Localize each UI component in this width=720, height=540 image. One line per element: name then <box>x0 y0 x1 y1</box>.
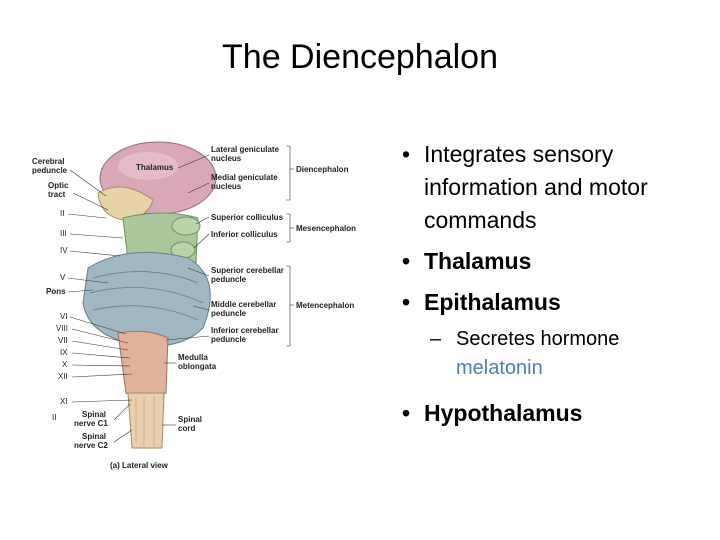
label-ii: II <box>60 209 64 218</box>
label-xi: XI <box>60 397 68 406</box>
label-spinal-nerve-c1-1: Spinal <box>82 410 106 419</box>
label-icp-2: peduncle <box>211 335 247 344</box>
label-inf-coll: Inferior colliculus <box>211 230 278 239</box>
label-ii-lower: II <box>52 413 56 422</box>
label-x: X <box>62 360 68 369</box>
bullet-hypothalamus: Hypothalamus <box>398 397 708 430</box>
bullet-list: Integrates sensory information and motor… <box>398 138 708 438</box>
label-mcp-2: peduncle <box>211 309 247 318</box>
label-mgn-1: Medial geniculate <box>211 173 278 182</box>
label-diencephalon: Diencephalon <box>296 165 349 174</box>
label-optic-tract-1: Optic <box>48 181 69 190</box>
label-thalamus: Thalamus <box>136 163 174 172</box>
brainstem-figure: Cerebral peduncle Optic tract Thalamus I… <box>28 138 368 478</box>
label-spinal-nerve-c2-1: Spinal <box>82 432 106 441</box>
label-viii: VIII <box>56 324 68 333</box>
sub-bullet-text: Secretes hormone <box>456 328 620 350</box>
label-medulla-1: Medulla <box>178 353 208 362</box>
label-lgn-1: Lateral geniculate <box>211 145 280 154</box>
label-cerebral-peduncle-1: Cerebral <box>32 157 64 166</box>
label-pons: Pons <box>46 287 66 296</box>
cerebellar-peduncles-shape <box>82 251 211 347</box>
bullet-epithalamus: Epithalamus <box>398 286 708 319</box>
bullet-integrates: Integrates sensory information and motor… <box>398 138 708 237</box>
label-v: V <box>60 273 66 282</box>
label-icp-1: Inferior cerebellar <box>211 326 279 335</box>
label-ix: IX <box>60 348 68 357</box>
slide-title: The Diencephalon <box>222 38 498 76</box>
label-vii: VII <box>58 336 68 345</box>
label-mcp-1: Middle cerebellar <box>211 300 276 309</box>
label-spinal-nerve-c1-2: nerve C1 <box>74 419 108 428</box>
label-cerebral-peduncle-2: peduncle <box>32 166 68 175</box>
label-metencephalon: Metencephalon <box>296 301 354 310</box>
medulla-shape <box>117 330 169 397</box>
label-sup-coll: Superior colliculus <box>211 213 284 222</box>
spinal-cord-shape <box>127 392 165 449</box>
label-iv: IV <box>60 246 68 255</box>
label-scp-1: Superior cerebellar <box>211 266 284 275</box>
label-spinal-nerve-c2-2: nerve C2 <box>74 441 108 450</box>
label-iii: III <box>60 229 67 238</box>
label-vi: VI <box>60 312 68 321</box>
sub-bullet-melatonin: Secretes hormone melatonin <box>398 325 708 383</box>
label-spinal-cord-2: cord <box>178 424 195 433</box>
label-optic-tract-2: tract <box>48 190 66 199</box>
figure-caption: (a) Lateral view <box>110 461 169 470</box>
label-scp-2: peduncle <box>211 275 247 284</box>
sub-bullet-accent: melatonin <box>456 357 543 379</box>
label-mgn-2: nucleus <box>211 182 242 191</box>
bullet-thalamus: Thalamus <box>398 245 708 278</box>
brainstem-illustration: Cerebral peduncle Optic tract Thalamus I… <box>32 141 356 470</box>
label-spinal-cord-1: Spinal <box>178 415 202 424</box>
label-mesencephalon: Mesencephalon <box>296 224 356 233</box>
label-medulla-2: oblongata <box>178 362 217 371</box>
label-lgn-2: nucleus <box>211 154 242 163</box>
label-xii: XII <box>58 372 68 381</box>
